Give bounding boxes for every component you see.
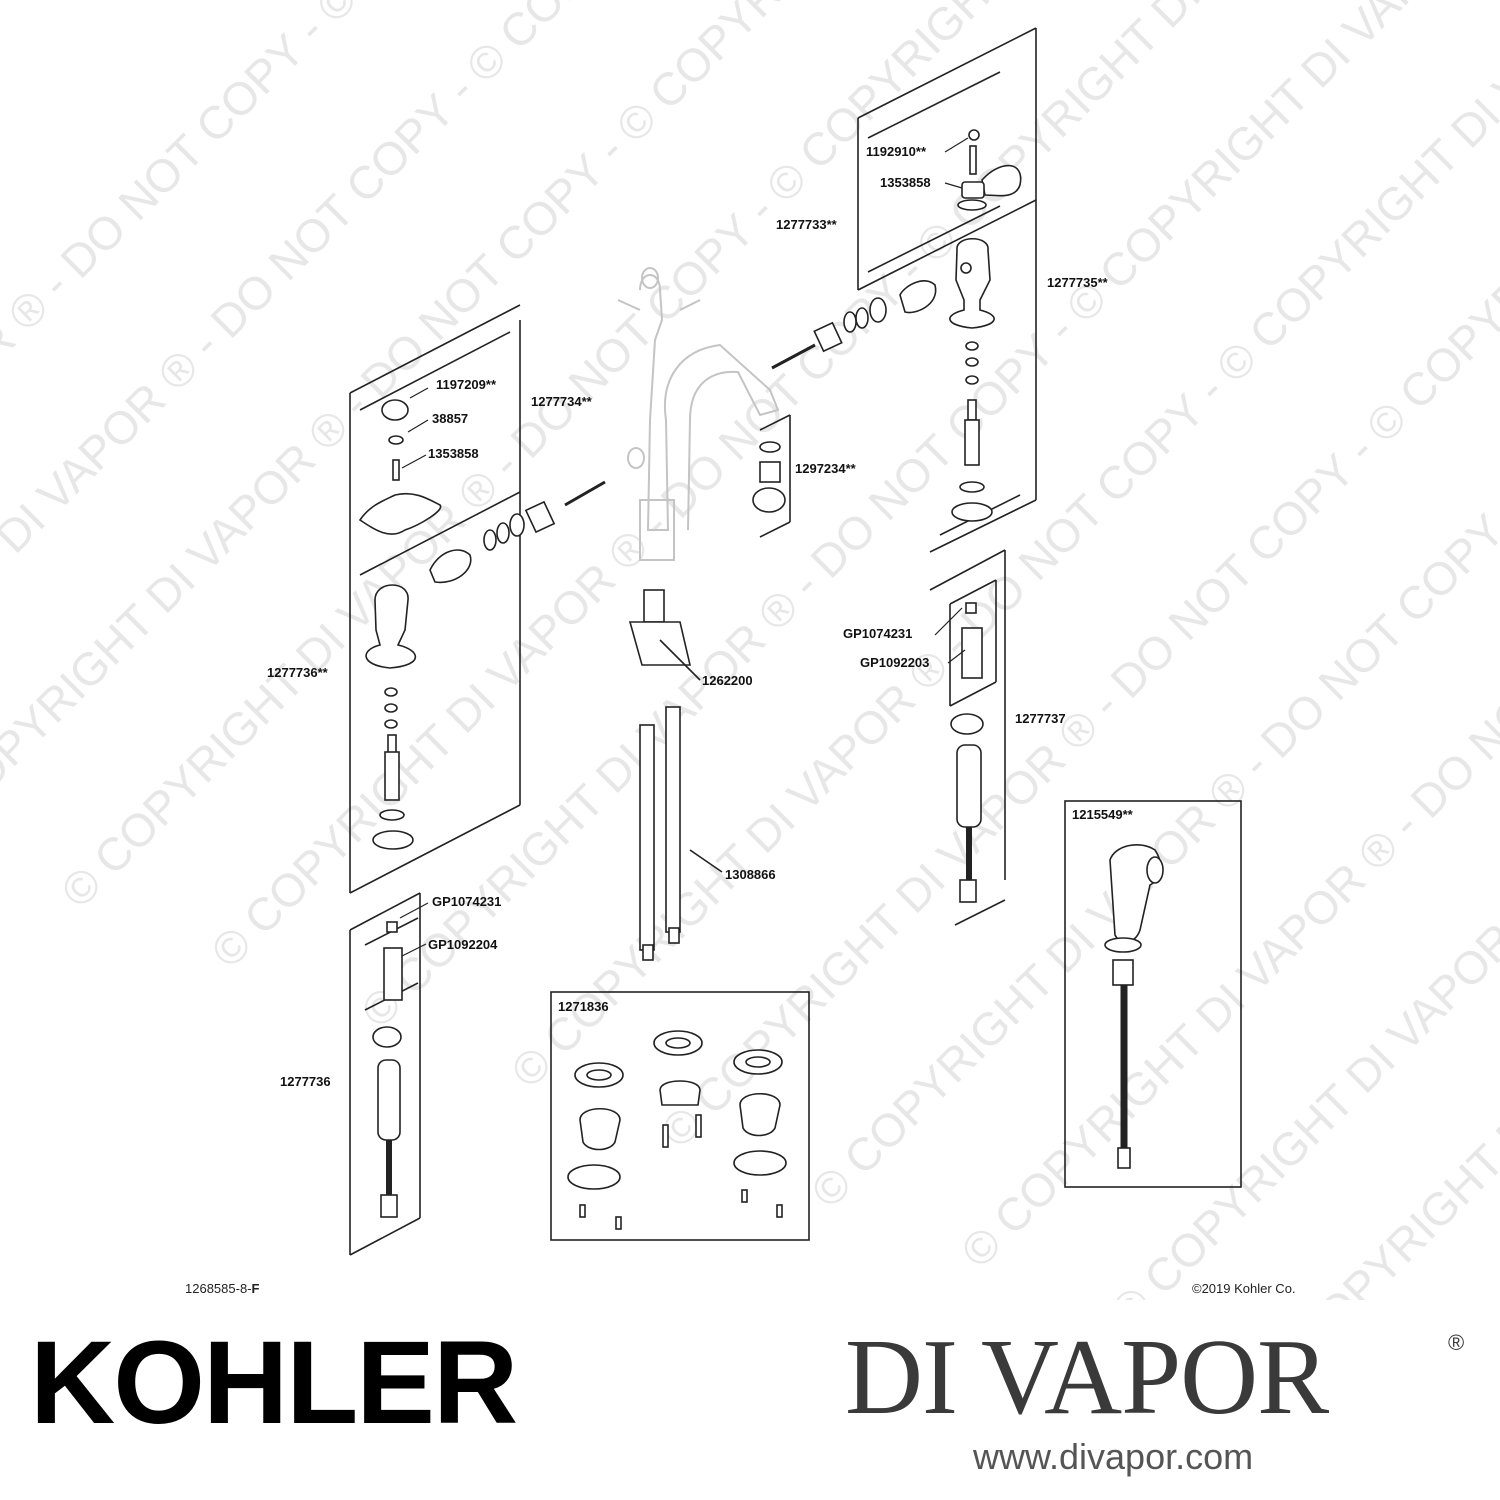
- aerator-parts: [752, 441, 786, 513]
- label-1277736: 1277736: [280, 1074, 331, 1089]
- label-1277734: 1277734**: [531, 394, 592, 409]
- label-1277736-star: 1277736**: [267, 665, 328, 680]
- handle-kit-panel-top-right: [857, 27, 1037, 291]
- cartridge-left: [372, 921, 403, 1218]
- label-1277735: 1277735**: [1047, 275, 1108, 290]
- handle-kit-panel-left: [349, 304, 521, 894]
- supply-hoses: [639, 706, 723, 961]
- label-1308866: 1308866: [725, 867, 776, 882]
- copyright-notice: ©2019 Kohler Co.: [1192, 1281, 1296, 1296]
- mounting-kit-box: [550, 991, 810, 1241]
- parts-drawing: [349, 27, 1242, 1256]
- document-revision: F: [251, 1281, 260, 1296]
- valve-body-left: [365, 584, 417, 850]
- sidespray: [1104, 844, 1164, 1169]
- valve-body-right: [949, 238, 995, 522]
- label-gp1092204: GP1092204: [428, 937, 498, 952]
- cross-handle-left: [358, 399, 442, 535]
- document-number-prefix: 1268585-8-: [185, 1281, 252, 1296]
- cartridge-panel-right: [929, 549, 1006, 926]
- label-1192910: 1192910**: [866, 144, 927, 159]
- cartridge-right: [950, 602, 984, 903]
- left-handle-connector: [429, 480, 606, 584]
- label-1215549: 1215549**: [1072, 807, 1133, 822]
- mounting-kit-parts: [567, 1030, 787, 1230]
- divapor-logo: DI VAPOR: [845, 1318, 1329, 1437]
- kohler-logo: KOHLER: [30, 1317, 518, 1449]
- tee-connector: [628, 589, 701, 681]
- label-1262200: 1262200: [702, 673, 753, 688]
- divapor-url: www.divapor.com: [973, 1436, 1254, 1477]
- faucet-spout: [617, 267, 780, 561]
- label-1353858-top: 1353858: [880, 175, 931, 190]
- lever-handle-right: [957, 129, 1022, 211]
- leader-lines: [399, 137, 969, 957]
- label-1271836: 1271836: [558, 999, 609, 1014]
- label-gp1092203: GP1092203: [860, 655, 930, 670]
- label-38857: 38857: [432, 411, 469, 426]
- label-gp1074231-left: GP1074231: [432, 894, 502, 909]
- label-1277737: 1277737: [1015, 711, 1066, 726]
- right-handle-connector: [771, 280, 937, 370]
- label-1297234: 1297234**: [795, 461, 856, 476]
- label-1277733: 1277733**: [776, 217, 837, 232]
- sidespray-box: [1064, 800, 1242, 1188]
- label-1197209: 1197209**: [436, 377, 497, 392]
- document-number: 1268585-8-F: [185, 1281, 259, 1296]
- registered-mark: ®: [1448, 1330, 1465, 1355]
- aerator-panel: [759, 414, 791, 538]
- label-1353858-left: 1353858: [428, 446, 479, 461]
- label-gp1074231-right: GP1074231: [843, 626, 913, 641]
